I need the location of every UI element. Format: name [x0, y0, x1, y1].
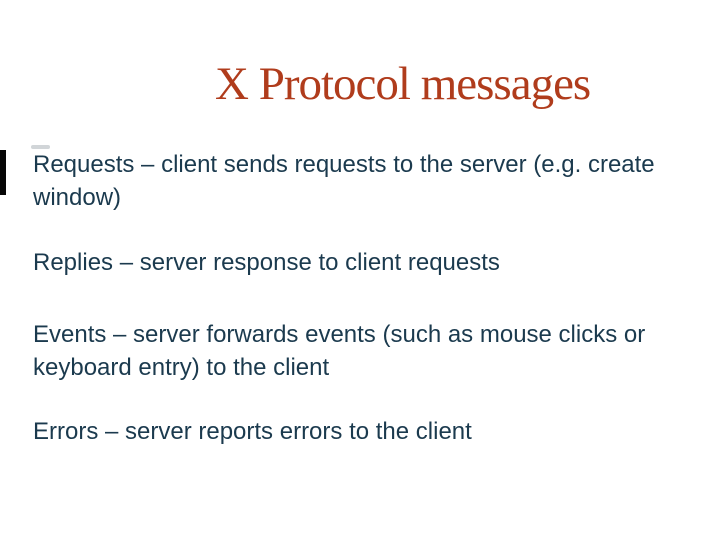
bullet-paragraph-replies: Replies – server response to client requ… — [33, 246, 500, 279]
left-edge-scan-artifact — [0, 150, 6, 195]
paragraph-line: Errors – server reports errors to the cl… — [33, 418, 472, 445]
paragraph-line: window) — [33, 184, 122, 211]
smudge-artifact — [31, 145, 50, 149]
paragraph-line: keyboard entry) to the client — [33, 354, 330, 381]
bullet-paragraph-requests: Requests – client sends requests to the … — [33, 148, 655, 214]
slide-title: X Protocol messages — [215, 58, 591, 110]
paragraph-line: Events – server forwards events (such as… — [33, 321, 646, 348]
paragraph-line: Requests – client sends requests to the … — [33, 151, 655, 178]
bullet-paragraph-errors: Errors – server reports errors to the cl… — [33, 415, 472, 448]
bullet-paragraph-events: Events – server forwards events (such as… — [33, 318, 645, 384]
paragraph-line: Replies – server response to client requ… — [33, 249, 500, 276]
